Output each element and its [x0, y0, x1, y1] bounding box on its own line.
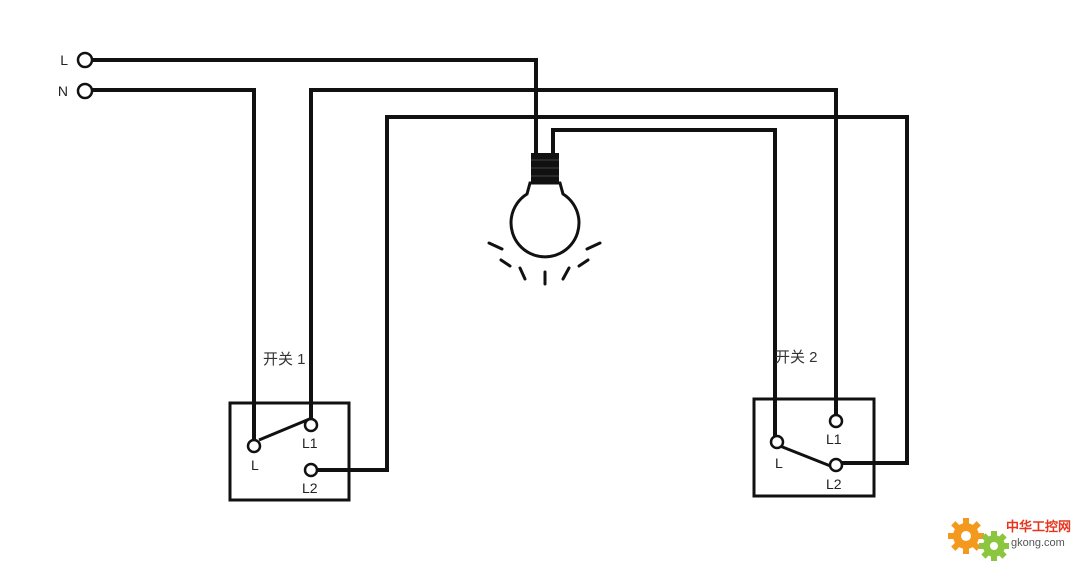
switch2-title: 开关 2 — [775, 349, 818, 366]
switch2-l1-label: L1 — [826, 431, 842, 447]
switch1-l2-label: L2 — [302, 480, 318, 496]
wire-switch1-l1-to-switch2-l1 — [309, 88, 838, 426]
wire-live-to-lamp — [90, 58, 538, 157]
live-terminal — [76, 51, 94, 69]
gear-logo-icon — [948, 518, 1009, 561]
switch-1: 开关 1 L L1 L2 — [228, 351, 351, 502]
switch2-l2-terminal — [828, 457, 844, 473]
switch2-lever — [779, 444, 834, 469]
switch1-l1-label: L1 — [302, 435, 318, 451]
watermark: 中华工控网 gkong.com — [948, 518, 1071, 561]
wire-switch1-l2-to-switch2-l2 — [315, 115, 909, 472]
wire-lamp-to-switch2-common — [551, 128, 777, 443]
switch1-title: 开关 1 — [263, 351, 306, 368]
switch1-l2-terminal — [303, 462, 319, 478]
switch2-common-terminal — [769, 434, 785, 450]
watermark-domain: gkong.com — [1011, 537, 1065, 549]
neutral-label: N — [58, 83, 68, 99]
neutral-terminal — [76, 82, 94, 100]
switch1-lever — [258, 416, 313, 442]
switch1-box — [228, 401, 351, 502]
switch2-l2-label: L2 — [826, 476, 842, 492]
live-label: L — [60, 52, 68, 68]
switch1-l1-terminal — [303, 417, 319, 433]
switch2-common-label: L — [775, 455, 783, 471]
watermark-name: 中华工控网 — [1006, 519, 1071, 534]
switch2-l1-terminal — [828, 413, 844, 429]
switch2-box — [752, 397, 876, 498]
switch1-common-terminal — [246, 438, 262, 454]
switch-2: 开关 2 L L1 L2 — [752, 349, 876, 498]
switch1-common-label: L — [251, 457, 259, 473]
wire-neutral-to-switch1-common — [90, 88, 256, 446]
light-bulb-icon — [487, 153, 602, 286]
